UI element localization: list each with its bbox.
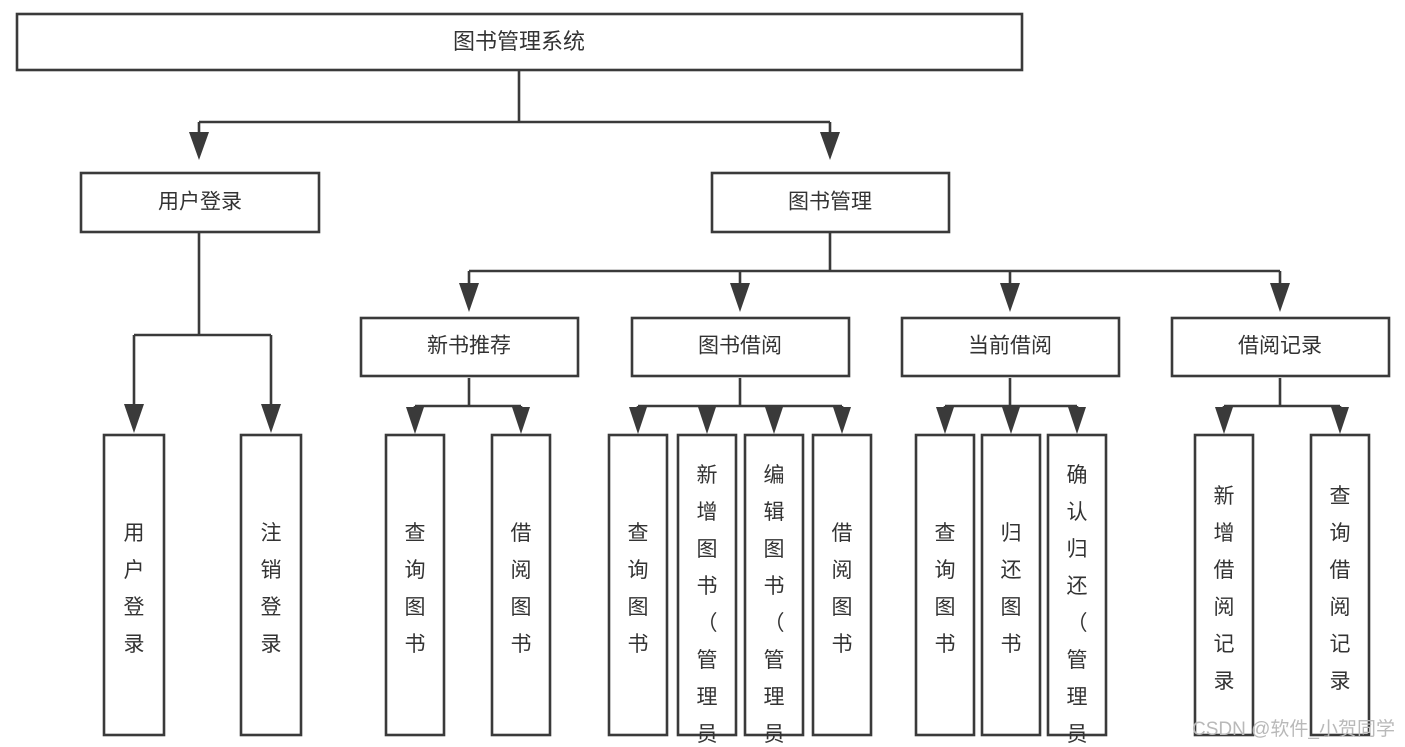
- node-leaf-confirm-return-box[interactable]: [1046, 433, 1108, 737]
- node-leaf-query-book-3-label: 查询图书: [935, 522, 956, 656]
- node-current-borrow-box[interactable]: [900, 316, 1121, 378]
- node-leaf-query-book-1-label: 查询图书: [405, 522, 426, 656]
- node-leaf-query-book-3-box[interactable]: [914, 433, 976, 737]
- node-user-login-box[interactable]: [79, 171, 321, 234]
- node-root-label: 图书管理系统: [453, 29, 585, 54]
- node-leaf-user-login-box[interactable]: [102, 433, 166, 737]
- arrow-head-leaf-borrow-book-1: [512, 407, 530, 434]
- node-leaf-logout[interactable]: 注销登录: [239, 433, 303, 737]
- node-leaf-edit-book-box[interactable]: [743, 433, 805, 737]
- node-leaf-add-record-label: 新增借阅记录: [1214, 485, 1235, 693]
- arrow-head-leaf-add-record: [1215, 407, 1233, 434]
- arrow-head-leaf-logout: [261, 404, 281, 433]
- node-leaf-query-book-2-label: 查询图书: [628, 522, 649, 656]
- node-leaf-add-book[interactable]: 新增图书（管理员）: [676, 433, 738, 747]
- node-leaf-add-book-label: 新增图书（管理员）: [697, 464, 718, 747]
- node-book-borrow[interactable]: 图书借阅: [630, 316, 851, 378]
- node-leaf-query-record[interactable]: 查询借阅记录: [1309, 433, 1371, 737]
- node-user-login-label: 用户登录: [158, 191, 242, 214]
- node-leaf-user-login-label: 用户登录: [124, 522, 145, 656]
- node-user-login[interactable]: 用户登录: [79, 171, 321, 234]
- arrow-head-leaf-query-book-1: [406, 407, 424, 434]
- node-leaf-query-record-label: 查询借阅记录: [1330, 485, 1351, 693]
- arrow-head-borrow-record: [1270, 283, 1290, 312]
- node-borrow-record[interactable]: 借阅记录: [1170, 316, 1391, 378]
- node-leaf-user-login[interactable]: 用户登录: [102, 433, 166, 737]
- node-leaf-borrow-book-2-label: 借阅图书: [832, 522, 853, 656]
- arrow-head-user-login: [189, 132, 209, 160]
- node-leaf-logout-box[interactable]: [239, 433, 303, 737]
- node-leaf-borrow-book-1-label: 借阅图书: [511, 522, 532, 656]
- arrow-head-leaf-query-book-2: [629, 407, 647, 434]
- arrow-head-current-borrow: [1000, 283, 1020, 312]
- node-leaf-borrow-book-1-box[interactable]: [490, 433, 552, 737]
- node-book-borrow-box[interactable]: [630, 316, 851, 378]
- node-leaf-logout-label: 注销登录: [261, 522, 282, 656]
- node-current-borrow[interactable]: 当前借阅: [900, 316, 1121, 378]
- node-leaf-return-book-box[interactable]: [980, 433, 1042, 737]
- node-leaf-borrow-book-2[interactable]: 借阅图书: [811, 433, 873, 737]
- node-leaf-borrow-book-1[interactable]: 借阅图书: [490, 433, 552, 737]
- node-leaf-edit-book[interactable]: 编辑图书（管理员）: [743, 433, 805, 747]
- node-new-book-recommend-label: 新书推荐: [427, 335, 511, 358]
- node-book-management[interactable]: 图书管理: [710, 171, 951, 234]
- node-leaf-return-book-label: 归还图书: [1001, 522, 1022, 656]
- node-leaf-query-book-1[interactable]: 查询图书: [384, 433, 446, 737]
- node-book-management-box[interactable]: [710, 171, 951, 234]
- arrow-head-leaf-user-login: [124, 404, 144, 433]
- arrow-head-leaf-return-book: [1002, 407, 1020, 434]
- node-book-management-label: 图书管理: [788, 191, 872, 214]
- node-leaf-query-book-1-box[interactable]: [384, 433, 446, 737]
- node-borrow-record-label: 借阅记录: [1238, 335, 1322, 358]
- node-leaf-add-book-box[interactable]: [676, 433, 738, 737]
- node-root[interactable]: 图书管理系统: [15, 12, 1024, 72]
- node-new-book-recommend[interactable]: 新书推荐: [359, 316, 580, 378]
- connectors-layer: [124, 70, 1349, 434]
- arrow-head-leaf-confirm-return: [1068, 407, 1086, 434]
- node-leaf-return-book[interactable]: 归还图书: [980, 433, 1042, 737]
- node-leaf-query-book-2-box[interactable]: [607, 433, 669, 737]
- arrow-head-book-borrow: [730, 283, 750, 312]
- arrow-head-leaf-borrow-book-2: [833, 407, 851, 434]
- node-book-borrow-label: 图书借阅: [698, 335, 782, 358]
- arrow-head-leaf-query-book-3: [936, 407, 954, 434]
- node-leaf-confirm-return[interactable]: 确认归还（管理员）: [1046, 433, 1108, 747]
- node-current-borrow-label: 当前借阅: [968, 335, 1052, 358]
- node-root-box[interactable]: [15, 12, 1024, 72]
- arrow-head-leaf-query-record: [1331, 407, 1349, 434]
- node-leaf-query-record-box[interactable]: [1309, 433, 1371, 737]
- arrow-head-book-management: [820, 132, 840, 160]
- node-borrow-record-box[interactable]: [1170, 316, 1391, 378]
- node-new-book-recommend-box[interactable]: [359, 316, 580, 378]
- node-leaf-query-book-2[interactable]: 查询图书: [607, 433, 669, 737]
- node-leaf-query-book-3[interactable]: 查询图书: [914, 433, 976, 737]
- arrow-head-leaf-add-book: [698, 407, 716, 434]
- csdn-watermark: CSDN @软件_小贺同学: [1192, 718, 1395, 740]
- arrow-head-leaf-edit-book: [765, 407, 783, 434]
- node-leaf-add-record-box[interactable]: [1193, 433, 1255, 737]
- node-leaf-edit-book-label: 编辑图书（管理员）: [764, 464, 785, 747]
- arrow-head-new-book-recommend: [459, 283, 479, 312]
- node-leaf-confirm-return-label: 确认归还（管理员）: [1067, 464, 1088, 747]
- node-leaf-add-record[interactable]: 新增借阅记录: [1193, 433, 1255, 737]
- node-leaf-borrow-book-2-box[interactable]: [811, 433, 873, 737]
